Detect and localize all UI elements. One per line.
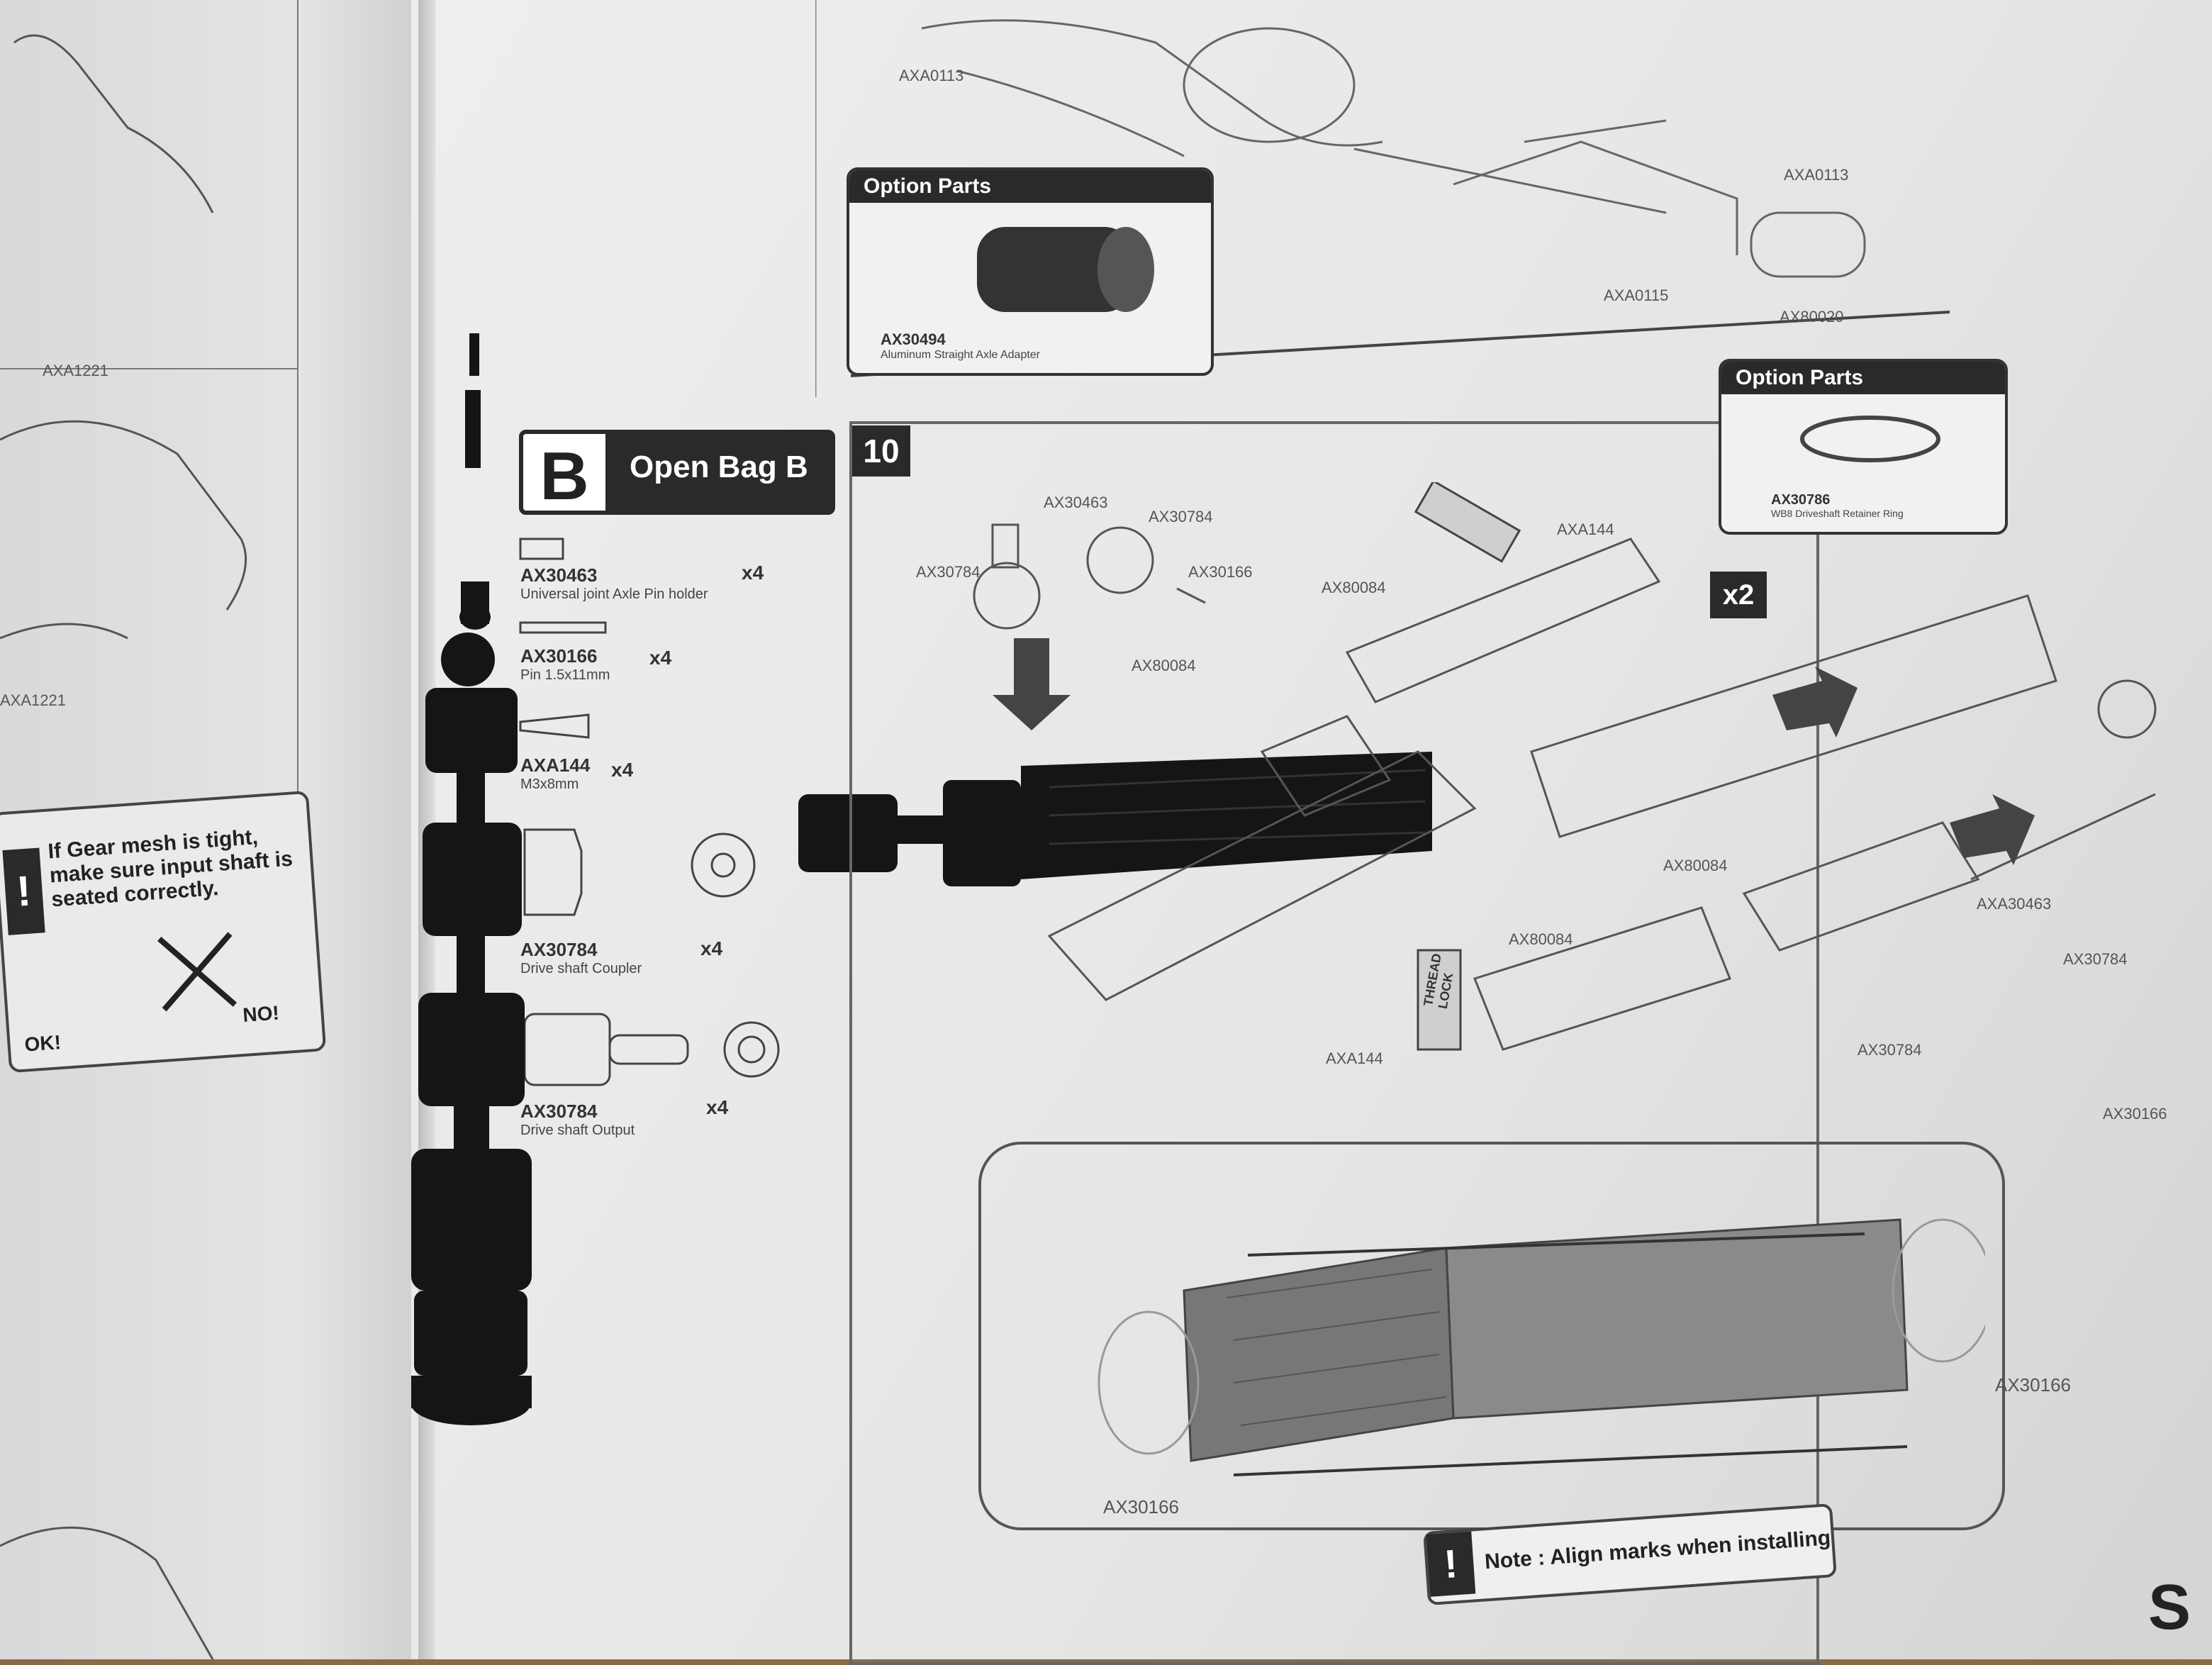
page-corner-text: S — [2148, 1572, 2191, 1643]
part-qty: x4 — [706, 1096, 729, 1118]
ok-label: OK! — [23, 1031, 62, 1056]
option-part-code: AX30494 — [881, 330, 946, 348]
part-code: AX30166 — [520, 645, 598, 667]
top-label: AXA0115 — [1604, 286, 1669, 304]
step-label: AX80084 — [1322, 579, 1386, 596]
axle-adapter-icon — [977, 227, 1154, 312]
step-number: 10 — [852, 425, 910, 477]
top-label: AXA0113 — [1784, 166, 1849, 184]
left-label-2: AXA1221 — [0, 691, 66, 709]
option-parts-box: Option Parts AX30494 Aluminum Straight A… — [847, 167, 1214, 376]
step-label: AX30784 — [2063, 950, 2128, 968]
top-label: AX80020 — [1780, 308, 1844, 325]
warning-icon: ! — [2, 847, 45, 935]
open-bag-badge: B Open Bag B — [519, 430, 835, 515]
part-desc: Drive shaft Output — [520, 1123, 635, 1138]
bag-title: Open Bag B — [630, 450, 808, 484]
inset-label: AX30166 — [1995, 1374, 2071, 1396]
aligned-driveshaft-drawing — [1097, 1218, 1985, 1476]
step-label: AX30166 — [1188, 563, 1253, 581]
part-desc: Universal joint Axle Pin holder — [520, 586, 708, 602]
option-part-desc: WB8 Driveshaft Retainer Ring — [1771, 508, 1904, 519]
step-exploded-drawing — [973, 482, 2157, 1051]
driveshaft-part-horizontal — [798, 752, 1432, 886]
part-qty: x4 — [700, 937, 723, 959]
step-label: AX30166 — [2103, 1105, 2167, 1123]
step-label: AX80084 — [1663, 857, 1728, 874]
step-label: AX80084 — [1132, 657, 1196, 674]
no-label: NO! — [242, 1001, 280, 1026]
left-page-drawing — [0, 0, 298, 1659]
inset-label: AX30166 — [1103, 1496, 1179, 1518]
step-label: AX30784 — [1858, 1041, 1922, 1059]
part-code: AX30784 — [520, 939, 598, 960]
bag-letter: B — [519, 430, 610, 515]
part-desc: Drive shaft Coupler — [520, 961, 642, 976]
parts-list-item: AX30784 Drive shaft Output — [520, 1101, 635, 1139]
driveshaft-part-vertical — [411, 333, 532, 1425]
step-label: AXA144 — [1557, 520, 1614, 538]
gear-mesh-warning: ! If Gear mesh is tight, make sure input… — [0, 790, 327, 1074]
warning-text: If Gear mesh is tight, make sure input s… — [47, 825, 294, 912]
parts-list-item: AX30463 Universal joint Axle Pin holder — [520, 564, 708, 603]
left-label-1: AXA1221 — [43, 362, 108, 379]
part-qty: x4 — [742, 562, 764, 584]
part-desc: Pin 1.5x11mm — [520, 667, 610, 683]
part-qty: x4 — [611, 759, 634, 781]
no-cross-icon — [157, 932, 238, 1012]
option-part-desc: Aluminum Straight Axle Adapter — [881, 349, 1041, 361]
part-qty: x4 — [649, 647, 672, 669]
parts-list-item: AX30784 Drive shaft Coupler — [520, 939, 642, 977]
option-parts-heading: Option Parts — [849, 170, 1211, 203]
option-parts-heading: Option Parts — [1721, 362, 2005, 394]
top-label: AXA0113 — [899, 67, 964, 84]
parts-list-item: AX30166 Pin 1.5x11mm — [520, 645, 610, 684]
part-code: AX30784 — [520, 1101, 598, 1122]
option-part-code: AX30786 — [1771, 492, 1831, 508]
step-label: AX30463 — [1044, 494, 1108, 511]
part-code: AXA144 — [520, 754, 591, 776]
step-label: AX80084 — [1509, 930, 1573, 948]
retainer-ring-icon — [1800, 416, 1940, 462]
part-desc: M3x8mm — [520, 776, 579, 792]
step-label: AX30784 — [1149, 508, 1213, 525]
multiplier-badge: x2 — [1710, 572, 1767, 618]
note-text: Note : Align marks when installing — [1484, 1526, 1832, 1574]
step-label: AXA144 — [1326, 1049, 1383, 1067]
parts-list-item: AXA144 M3x8mm — [520, 754, 590, 793]
part-code: AX30463 — [520, 564, 598, 586]
step-label: AXA30463 — [1977, 895, 2052, 913]
option-parts-box-right: Option Parts AX30786 WB8 Driveshaft Reta… — [1719, 359, 2008, 535]
step-label: AX30784 — [916, 563, 981, 581]
note-icon: ! — [1426, 1531, 1476, 1597]
